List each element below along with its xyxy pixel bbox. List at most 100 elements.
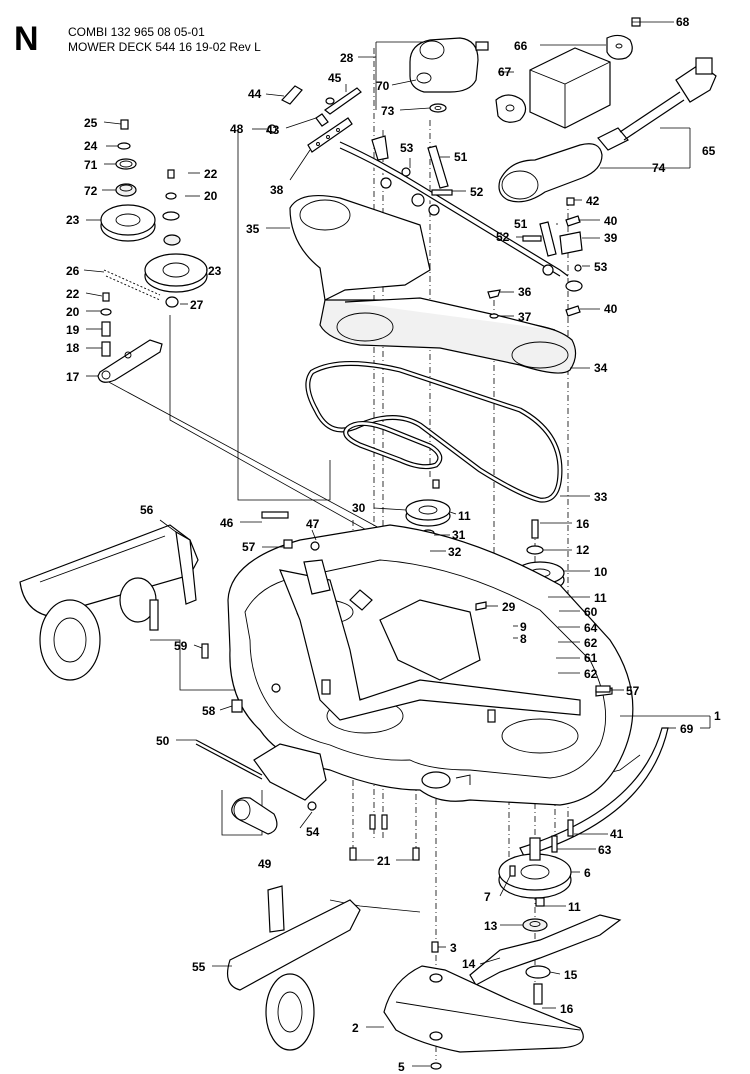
callout-72: 72 (84, 184, 98, 198)
callout-53-upper: 53 (400, 141, 414, 155)
deck-bolts (261, 511, 611, 861)
callout-69: 69 (680, 722, 694, 736)
callout-66: 66 (514, 39, 528, 53)
callout-41: 41 (610, 827, 624, 841)
callout-40-lower: 40 (604, 302, 618, 316)
callout-12: 12 (576, 543, 590, 557)
callout-6: 6 (584, 866, 591, 880)
callout-20-upper: 20 (204, 189, 218, 203)
callout-57-lower: 57 (626, 684, 640, 698)
callout-47: 47 (306, 517, 320, 531)
callout-74: 74 (652, 161, 666, 175)
callout-50: 50 (156, 734, 170, 748)
callout-23-lower: 23 (208, 264, 222, 278)
callout-leaders (83, 21, 711, 1067)
callout-45: 45 (328, 71, 342, 85)
callout-13: 13 (484, 919, 498, 933)
callout-22-lower: 22 (66, 287, 80, 301)
callout-70: 70 (376, 79, 390, 93)
callout-27: 27 (190, 298, 204, 312)
callout-16-lower: 16 (560, 1002, 574, 1016)
callout-31: 31 (452, 528, 466, 542)
callout-46: 46 (220, 516, 234, 530)
callout-15: 15 (564, 968, 578, 982)
callout-49: 49 (258, 857, 272, 871)
callout-10: 10 (594, 565, 608, 579)
callout-25: 25 (84, 116, 98, 130)
callout-numbers: 68 66 67 28 45 44 70 73 25 24 71 72 23 2… (66, 15, 721, 1074)
belt-covers (289, 195, 577, 374)
callout-17: 17 (66, 370, 80, 384)
callout-3: 3 (450, 941, 457, 955)
callout-62-lower: 62 (584, 667, 598, 681)
callout-38: 38 (270, 183, 284, 197)
callout-33: 33 (594, 490, 608, 504)
callout-24: 24 (84, 139, 98, 153)
callout-23-upper: 23 (66, 213, 80, 227)
callout-29: 29 (502, 600, 516, 614)
callout-56: 56 (140, 503, 154, 517)
callout-16-upper: 16 (576, 517, 590, 531)
callout-71: 71 (84, 158, 98, 172)
blade-guard (383, 941, 584, 1070)
callout-14: 14 (462, 957, 476, 971)
header-line-1: COMBI 132 965 08 05-01 (68, 25, 205, 39)
callout-36: 36 (518, 285, 532, 299)
drive-shaft-assembly (495, 17, 717, 203)
callout-62-upper: 62 (584, 636, 598, 650)
callout-51-lower: 51 (514, 217, 528, 231)
callout-21: 21 (377, 854, 391, 868)
callout-11-b: 11 (594, 591, 607, 605)
gearbox-assembly (267, 37, 489, 153)
callout-26: 26 (66, 264, 80, 278)
callout-20-lower: 20 (66, 305, 80, 319)
callout-40-upper: 40 (604, 214, 618, 228)
callout-32: 32 (448, 545, 462, 559)
callout-65: 65 (702, 144, 716, 158)
callout-35: 35 (246, 222, 260, 236)
callout-37: 37 (518, 310, 532, 324)
callout-57-upper: 57 (242, 540, 256, 554)
callout-42: 42 (586, 194, 600, 208)
callout-5: 5 (398, 1060, 405, 1074)
callout-11-c: 11 (568, 900, 581, 914)
callout-58: 58 (202, 704, 216, 718)
idler-arm-assembly (97, 119, 208, 383)
callout-48: 48 (230, 122, 244, 136)
callout-8: 8 (520, 632, 527, 646)
callout-22-upper: 22 (204, 167, 218, 181)
front-roller-assembly (195, 739, 327, 835)
callout-64: 64 (584, 621, 598, 635)
blade-spindle (469, 819, 622, 1005)
callout-18: 18 (66, 341, 80, 355)
callout-9: 9 (520, 620, 527, 634)
callout-51-upper: 51 (454, 150, 468, 164)
callout-11-a: 11 (458, 509, 471, 523)
pivot-bar (339, 135, 583, 319)
callout-61: 61 (584, 651, 598, 665)
callout-73: 73 (381, 104, 395, 118)
callout-60: 60 (584, 605, 598, 619)
callout-67: 67 (498, 65, 512, 79)
callout-28: 28 (340, 51, 354, 65)
callout-55: 55 (192, 960, 206, 974)
callout-68: 68 (676, 15, 690, 29)
callout-59: 59 (174, 639, 188, 653)
mower-deck (201, 524, 634, 806)
front-wheel-assembly (227, 885, 361, 1051)
callout-34: 34 (594, 361, 608, 375)
callout-52-upper: 52 (470, 185, 484, 199)
callout-2: 2 (352, 1021, 359, 1035)
section-letter: N (14, 20, 39, 58)
callout-39: 39 (604, 231, 618, 245)
callout-53-lower: 53 (594, 260, 608, 274)
callout-52-lower: 52 (496, 230, 510, 244)
rear-wheel-assembly (19, 524, 199, 681)
callout-43: 43 (266, 123, 280, 137)
callout-7: 7 (484, 890, 491, 904)
callout-63: 63 (598, 843, 612, 857)
callout-44: 44 (248, 87, 262, 101)
callout-19: 19 (66, 323, 80, 337)
callout-1: 1 (714, 709, 721, 723)
